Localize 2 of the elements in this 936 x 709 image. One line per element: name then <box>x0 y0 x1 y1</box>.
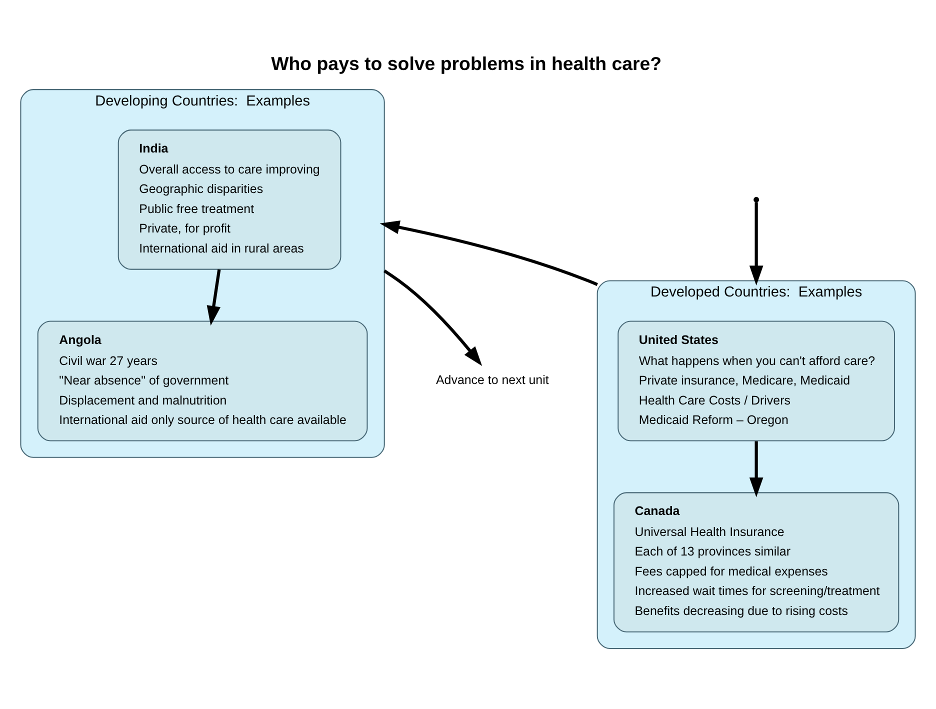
diagram-title: Who pays to solve problems in health care? <box>271 53 662 74</box>
node-text: Advance to next unit <box>436 373 549 388</box>
